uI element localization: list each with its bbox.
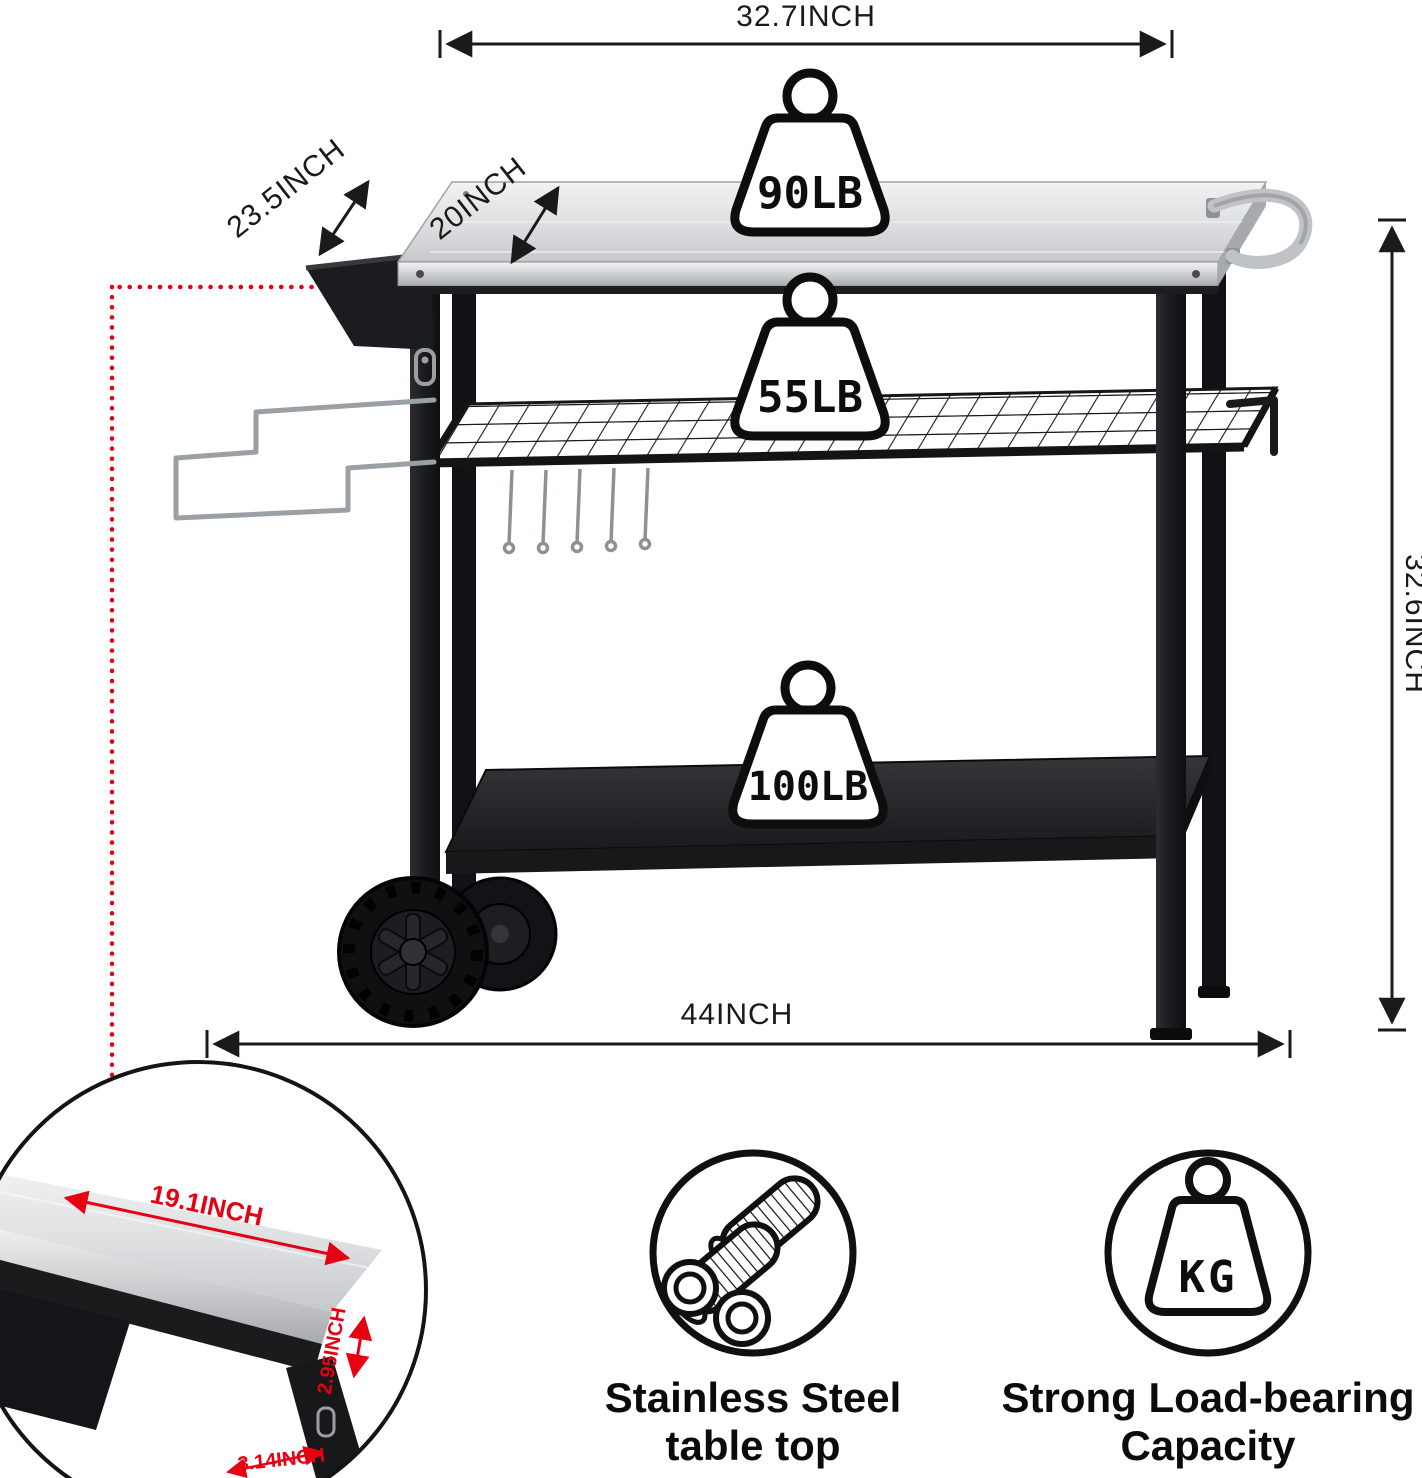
weight-ring-icon: [782, 68, 838, 124]
front-right-leg: [1156, 262, 1186, 1034]
bottle-opener: [414, 348, 436, 386]
zoom-inset: 19.1INCH 2.95INCH 3.14INCH: [0, 1060, 428, 1478]
weight-ring-icon: [782, 272, 838, 328]
dim-floor-width-label: 44INCH: [681, 998, 794, 1031]
weight-icon-bottom: 100LB: [728, 660, 888, 829]
weight-icon-top: 90LB: [730, 68, 890, 237]
capacity-middle-label: 55LB: [757, 372, 863, 423]
rear-right-leg: [1202, 186, 1226, 992]
zoom-inset-border: [0, 1060, 428, 1478]
kg-badge-label: KG: [1179, 1252, 1238, 1303]
dimension-floor-width: 44INCH: [205, 998, 1292, 1058]
feature-load: KG Strong Load-bearing Capacity: [1002, 1149, 1415, 1469]
feature-material-line2: table top: [666, 1422, 841, 1469]
dim-height-label: 32.6INCH: [1399, 554, 1422, 694]
weight-icon-middle: 55LB: [730, 272, 890, 441]
grill-cart-illustration: [173, 181, 1313, 1040]
side-hook: [1226, 396, 1278, 456]
feature-material-line1: Stainless Steel: [605, 1374, 901, 1421]
callout-leader-lines: [109, 284, 355, 1098]
dim-top-width-label: 32.7INCH: [736, 0, 876, 33]
dimension-top-width: 32.7INCH: [438, 0, 1174, 58]
side-wire-rack: [173, 397, 437, 521]
feature-load-line1: Strong Load-bearing: [1002, 1374, 1415, 1421]
capacity-bottom-label: 100LB: [748, 764, 868, 810]
capacity-top-label: 90LB: [757, 168, 863, 219]
weight-ring-icon: [780, 660, 836, 716]
hanging-hooks: [502, 467, 652, 555]
feature-material: Stainless Steel table top: [605, 1149, 901, 1469]
cart-handle: [1206, 188, 1313, 269]
dimension-side-depth: 23.5INCH: [221, 133, 370, 257]
front-wheel: [337, 876, 489, 1028]
feature-load-line2: Capacity: [1120, 1422, 1296, 1469]
dim-side-depth-label: 23.5INCH: [221, 133, 351, 245]
dimension-height: 32.6INCH: [1378, 218, 1422, 1032]
